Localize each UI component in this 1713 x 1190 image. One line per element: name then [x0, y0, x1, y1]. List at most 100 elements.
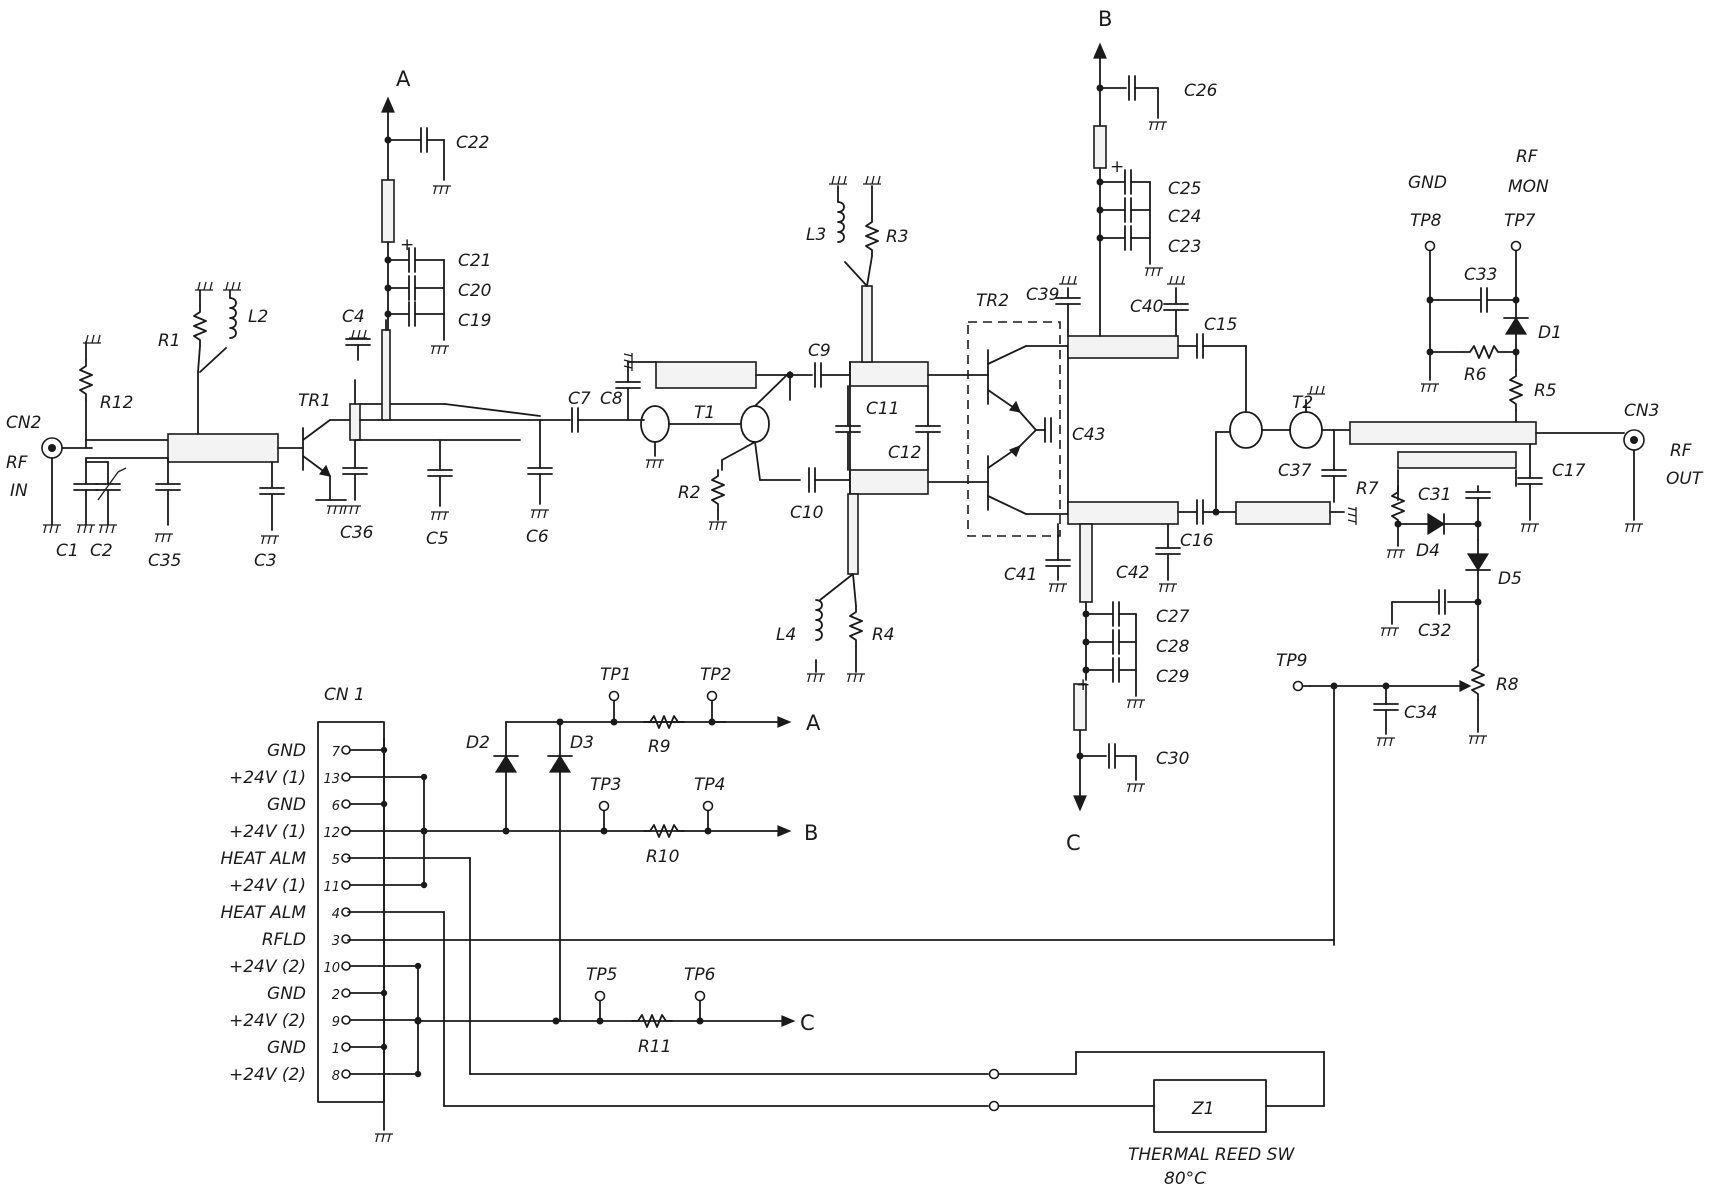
- c24-label: C24: [1168, 207, 1202, 227]
- r11-label: R11: [638, 1037, 671, 1057]
- d4-diode: [1427, 512, 1446, 536]
- c15-label: C15: [1204, 315, 1238, 335]
- cn1-pin: +24V (2)8: [229, 1065, 422, 1085]
- tp7-label: TP7: [1504, 211, 1536, 231]
- c4-capacitor: [345, 338, 371, 346]
- r3-label: R3: [886, 227, 909, 247]
- node-a-top-label: A: [396, 67, 411, 91]
- c30-label: C30: [1156, 749, 1190, 769]
- cn1-pin-label: RFLD: [262, 930, 306, 950]
- cn1-pin-number: 9: [332, 1015, 340, 1030]
- tp6-label: TP6: [684, 965, 716, 985]
- tp6-testpoint: [694, 990, 706, 1002]
- cn1-pin-contact: [341, 1042, 351, 1052]
- r10-label: R10: [646, 847, 679, 867]
- c36-label: C36: [340, 523, 374, 543]
- c19-label: C19: [458, 311, 492, 331]
- tp7-testpoint: [1510, 240, 1522, 252]
- c17-label: C17: [1552, 461, 1586, 481]
- rf-mon-label-2: MON: [1508, 177, 1549, 197]
- tp9-testpoint: [1292, 680, 1304, 692]
- cn1-pin-contact: [341, 1015, 351, 1025]
- cn1-pin-contact: [341, 880, 351, 890]
- tp2-testpoint: [706, 690, 718, 702]
- node-c-bottom-label: C: [1066, 831, 1081, 855]
- c7-label: C7: [568, 389, 591, 409]
- node-c-supply-label: C: [800, 1011, 815, 1035]
- cn1-pin-number: 8: [332, 1069, 340, 1084]
- r4-resistor: [849, 605, 863, 647]
- cn2-connector: [41, 437, 93, 534]
- cn1-pin-label: +24V (1): [229, 876, 306, 896]
- node-b-top-label: B: [1098, 7, 1112, 31]
- rf-out-label-2: OUT: [1666, 469, 1704, 489]
- rf-out-label-1: RF: [1670, 441, 1692, 461]
- tr2-label: TR2: [976, 291, 1009, 311]
- tp8-label: TP8: [1410, 211, 1442, 231]
- cn1-pin-label: +24V (2): [229, 1011, 306, 1031]
- c20-label: C20: [458, 281, 492, 301]
- thermal-reed-switch: Z1 THERMAL REED SW 80°C: [988, 1051, 1325, 1189]
- cn1-pin-number: 5: [332, 853, 340, 868]
- tr2-package-outline: [967, 321, 1061, 537]
- cn1-pin-contact: [341, 961, 351, 971]
- r8-potentiometer: [1471, 659, 1485, 701]
- c25-plus: +: [1110, 157, 1124, 177]
- cn1-pin-number: 10: [323, 961, 340, 976]
- tp5-testpoint: [594, 990, 606, 1002]
- c9-label: C9: [808, 341, 831, 361]
- cn1-pin-contact: [341, 745, 351, 755]
- l2-label: L2: [248, 307, 268, 327]
- t1-balun-section: C7 C8 T1 C9 R2 C10: [539, 341, 851, 531]
- cn1-pin-contact: [341, 826, 351, 836]
- r7-label: R7: [1356, 479, 1379, 499]
- c31-label: C31: [1418, 485, 1452, 505]
- cn1-pin-label: GND: [267, 1038, 306, 1058]
- c42-label: C42: [1116, 563, 1150, 583]
- c6-label: C6: [526, 527, 549, 547]
- d1-label: D1: [1538, 323, 1562, 343]
- tp3-testpoint: [598, 800, 610, 812]
- c27-label: C27: [1156, 607, 1190, 627]
- d5-diode: [1466, 553, 1490, 572]
- gnd-top-label: GND: [1408, 173, 1447, 193]
- l2-inductor: [229, 297, 237, 339]
- cn1-pin: +24V (2)10: [229, 957, 422, 977]
- d3-label: D3: [570, 733, 594, 753]
- t1-coil-left: [640, 405, 670, 443]
- z1-body: [1153, 1079, 1267, 1133]
- tp4-label: TP4: [694, 775, 725, 795]
- supply-a-decoupling: A C22 + C21 C20 C19: [381, 67, 492, 355]
- r8-label: R8: [1496, 675, 1519, 695]
- c32-label: C32: [1418, 621, 1452, 641]
- node-a-supply-label: A: [806, 711, 821, 735]
- c40-label: C40: [1130, 297, 1164, 317]
- cn1-pin-label: +24V (1): [229, 768, 306, 788]
- cn1-label: CN 1: [324, 685, 365, 705]
- r2-resistor: [711, 469, 725, 511]
- cn1-pin: HEAT ALM 5: [221, 849, 351, 869]
- r12-label: R12: [100, 393, 133, 413]
- tr2-stage: TR2 C43 C39 C41: [967, 275, 1189, 593]
- supply-c-decoupling: C27 C28 C29 + C30 C: [1066, 523, 1190, 855]
- input-section: CN2 RF IN R12 C1 C2 C35: [6, 281, 304, 571]
- c1-label: C1: [56, 541, 79, 561]
- cn1-pin-label: GND: [267, 984, 306, 1004]
- c37-label: C37: [1278, 461, 1312, 481]
- r6-label: R6: [1464, 365, 1487, 385]
- r3-resistor: [865, 215, 879, 257]
- cn1-pin-number: 11: [323, 880, 340, 895]
- c10-label: C10: [790, 503, 824, 523]
- tp1-testpoint: [608, 690, 620, 702]
- cn1-pin: +24V (1)12: [229, 822, 428, 842]
- t1-stripline: [655, 361, 757, 389]
- rf-in-label-2: IN: [10, 481, 28, 501]
- cn1-pin-label: HEAT ALM: [221, 849, 307, 869]
- thermal-switch-caption: THERMAL REED SW: [1128, 1145, 1295, 1165]
- cn1-pin-contact: [341, 1069, 351, 1079]
- c4-label: C4: [342, 307, 365, 327]
